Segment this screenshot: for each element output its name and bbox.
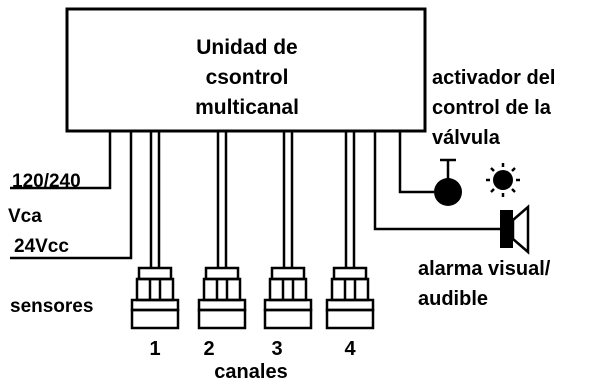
power-dc-wire <box>10 131 133 260</box>
sensor-4 <box>325 266 375 330</box>
channel-1-number: 1 <box>149 338 160 360</box>
visual-alarm-light-icon <box>486 163 520 197</box>
valve-wire <box>398 131 434 194</box>
valve-actuator-icon <box>434 178 462 206</box>
valve-label-line1: activador del <box>432 67 555 89</box>
sensor-1 <box>130 266 180 330</box>
channels-label: canales <box>214 361 287 383</box>
control-unit-label-line2: csontrol <box>206 66 289 89</box>
sensor-wires <box>149 131 356 268</box>
sensor-2 <box>197 266 247 330</box>
power-ac-label-line1: 120/240 <box>12 171 81 192</box>
valve-label-line3: válvula <box>432 127 501 149</box>
alarm-label-line2: audible <box>418 288 488 310</box>
power-dc-label: 24Vcc <box>14 236 69 257</box>
sensors-label: sensores <box>10 296 93 317</box>
channel-4-number: 4 <box>344 338 356 360</box>
power-ac-wire <box>10 131 112 190</box>
control-unit-label-line3: multicanal <box>195 96 299 119</box>
power-ac-label-line2: Vca <box>8 206 42 227</box>
control-unit-box <box>65 7 427 133</box>
channel-3-number: 3 <box>271 338 282 360</box>
valve-label-line2: control de la <box>432 97 552 119</box>
control-unit-label-line1: Unidad de <box>196 36 298 59</box>
sensor-3 <box>263 266 313 330</box>
channel-2-number: 2 <box>203 338 214 360</box>
alarm-label-line1: alarma visual/ <box>418 258 551 280</box>
audible-alarm-speaker-icon <box>500 204 530 255</box>
alarm-wire <box>373 131 500 231</box>
